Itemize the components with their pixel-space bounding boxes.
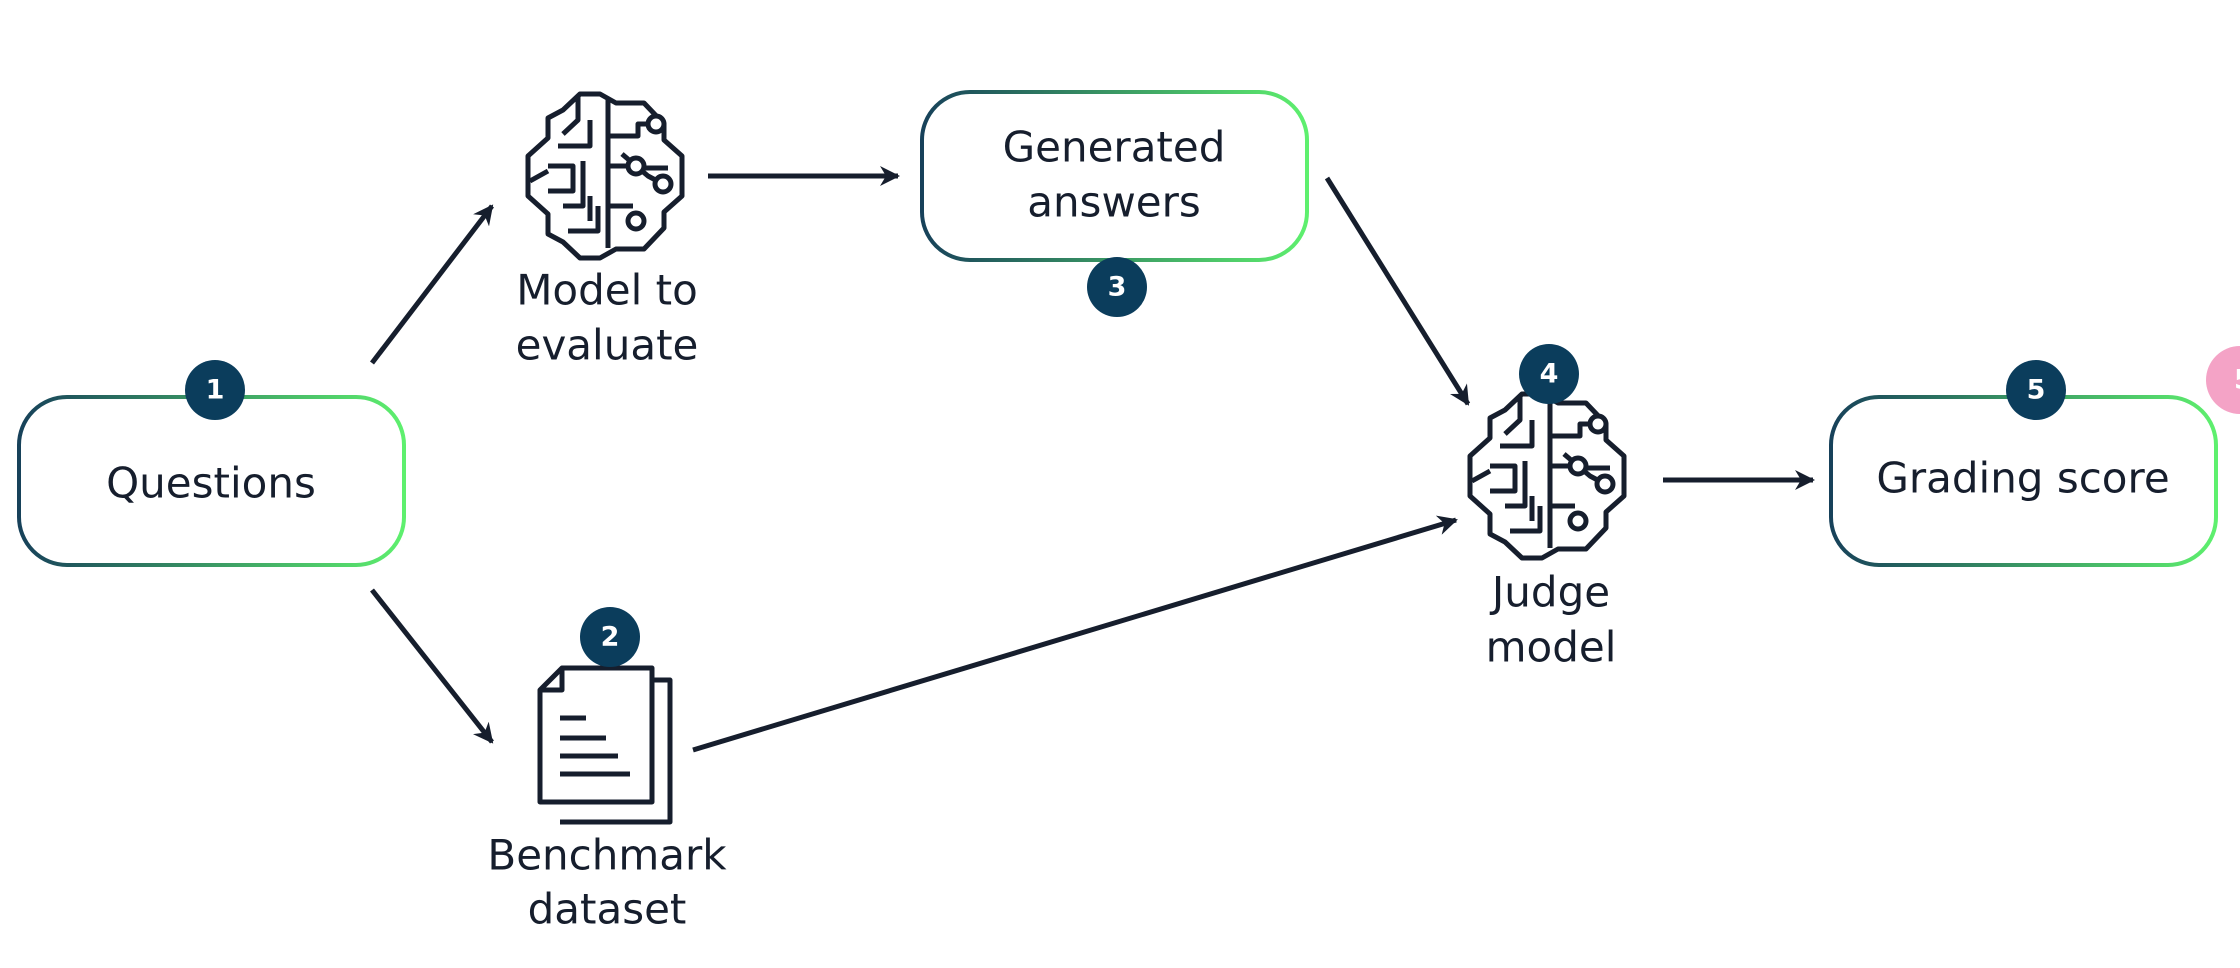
- step-badge-5: 5: [2006, 360, 2066, 420]
- arrow-answers-to-judge: [1324, 176, 1471, 406]
- step-badge-1-label: 1: [206, 375, 225, 406]
- model-to-evaluate-label-line1: Model to: [516, 266, 698, 315]
- questions-node: Questions: [17, 395, 406, 567]
- judge-model-node: Judge model: [1470, 394, 1624, 672]
- generated-answers-label-line1: Generated: [1003, 123, 1226, 172]
- model-to-evaluate-node: Model to evaluate: [516, 94, 699, 370]
- connector-arrows: [370, 166, 1815, 753]
- arrow-questions-to-benchmark: [370, 588, 494, 744]
- generated-answers-node: Generated answers: [920, 90, 1309, 262]
- brain-circuit-icon: [1470, 394, 1624, 558]
- arrow-benchmark-to-judge: [692, 515, 1458, 753]
- generated-answers-box: [920, 90, 1309, 262]
- grading-score-label: Grading score: [1876, 454, 2169, 503]
- step-badge-3-label: 3: [1108, 272, 1127, 303]
- step-badge-2: 2: [580, 607, 640, 667]
- questions-label: Questions: [106, 459, 316, 508]
- grading-score-node: Grading score: [1829, 395, 2218, 567]
- step-badge-4-label: 4: [1540, 359, 1559, 390]
- partial-badge: 5: [2206, 346, 2240, 414]
- judge-model-label-line1: Judge: [1489, 568, 1610, 617]
- arrow-questions-to-model: [370, 204, 494, 365]
- documents-icon: [537, 665, 673, 825]
- judge-model-label-line2: model: [1486, 623, 1617, 672]
- step-badge-3: 3: [1087, 257, 1147, 317]
- step-badge-5-label: 5: [2027, 375, 2046, 406]
- step-badge-2-label: 2: [601, 622, 620, 653]
- model-to-evaluate-label-line2: evaluate: [516, 321, 699, 370]
- benchmark-dataset-node: Benchmark dataset: [487, 665, 727, 934]
- step-badge-4: 4: [1519, 344, 1579, 404]
- benchmark-dataset-label-line1: Benchmark: [487, 831, 727, 880]
- benchmark-dataset-label-line2: dataset: [528, 885, 687, 934]
- partial-badge-label: 5: [2234, 365, 2240, 396]
- step-badge-1: 1: [185, 360, 245, 420]
- brain-circuit-icon: [528, 94, 682, 258]
- generated-answers-label-line2: answers: [1027, 178, 1201, 227]
